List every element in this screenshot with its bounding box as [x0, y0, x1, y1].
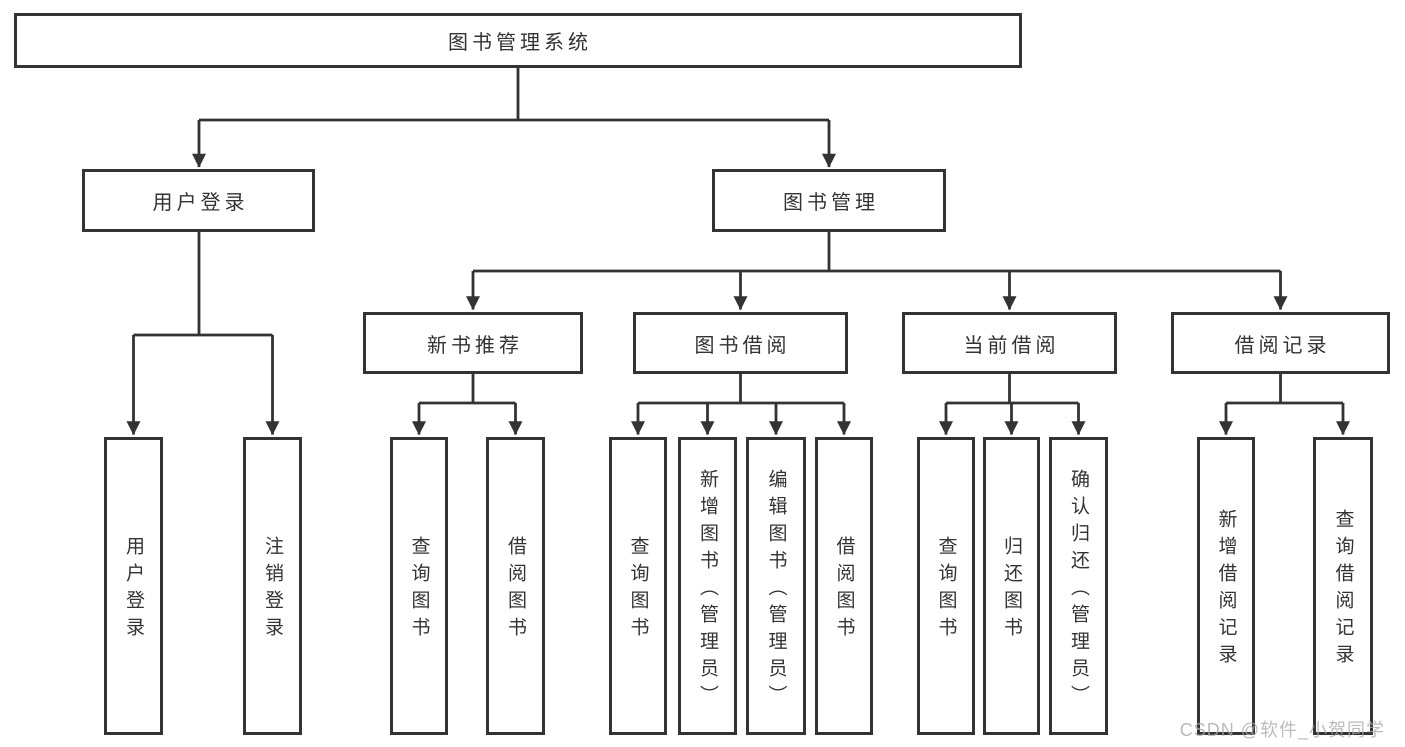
node-new-book-recommend: 新书推荐 — [363, 312, 583, 374]
leaf-query-books-current: 查询图书 — [917, 437, 975, 735]
leaf-confirm-return-admin-label: 确认归还（管理员） — [1068, 468, 1089, 712]
leaf-logout-label: 注销登录 — [262, 536, 283, 644]
leaf-borrow-books: 借阅图书 — [815, 437, 873, 735]
node-root-label: 图书管理系统 — [448, 32, 592, 54]
connector-book-management-stem — [473, 232, 1281, 273]
leaf-query-books-current-label: 查询图书 — [935, 536, 957, 644]
leaf-query-books-recommend: 查询图书 — [390, 437, 448, 735]
leaf-borrow-books-recommend: 借阅图书 — [486, 437, 545, 735]
connector-new-book-stem — [419, 374, 516, 405]
node-borrow-records-label: 借阅记录 — [1234, 334, 1331, 357]
csdn-watermark: CSDN @软件_小贺同学 — [1179, 720, 1385, 740]
leaf-return-books: 归还图书 — [983, 437, 1040, 735]
leaf-query-borrow-record: 查询借阅记录 — [1313, 437, 1373, 735]
leaf-add-borrow-record: 新增借阅记录 — [1197, 437, 1255, 735]
connector-user-login-stem — [133, 232, 273, 337]
leaf-query-borrow-record-label: 查询借阅记录 — [1332, 509, 1354, 671]
leaf-add-borrow-record-label: 新增借阅记录 — [1215, 509, 1237, 671]
leaf-user-login: 用户登录 — [104, 437, 163, 735]
leaf-add-books-admin-label: 新增图书（管理员） — [697, 468, 718, 712]
leaf-add-books-admin: 新增图书（管理员） — [678, 437, 737, 735]
leaf-query-books-recommend-label: 查询图书 — [408, 536, 430, 644]
node-book-management: 图书管理 — [712, 169, 946, 232]
node-borrow-records: 借阅记录 — [1171, 312, 1390, 374]
node-root: 图书管理系统 — [14, 13, 1022, 68]
node-new-book-recommend-label: 新书推荐 — [427, 334, 523, 357]
node-book-borrow: 图书借阅 — [633, 312, 848, 374]
node-user-login: 用户登录 — [82, 169, 315, 232]
leaf-return-books-label: 归还图书 — [1001, 536, 1022, 644]
node-current-borrow: 当前借阅 — [902, 312, 1117, 374]
leaf-logout: 注销登录 — [243, 437, 302, 735]
connector-book-borrow-stem — [638, 374, 844, 405]
leaf-user-login-label: 用户登录 — [123, 536, 144, 644]
node-current-borrow-label: 当前借阅 — [963, 334, 1060, 357]
connector-borrow-records-stem — [1226, 374, 1343, 405]
leaf-borrow-books-recommend-label: 借阅图书 — [505, 536, 526, 644]
node-book-borrow-label: 图书借阅 — [694, 334, 791, 357]
leaf-query-books-borrow: 查询图书 — [609, 437, 667, 735]
leaf-borrow-books-label: 借阅图书 — [833, 536, 855, 644]
leaf-edit-books-admin: 编辑图书（管理员） — [746, 437, 806, 735]
connector-root-stem — [199, 68, 829, 122]
leaf-confirm-return-admin: 确认归还（管理员） — [1049, 437, 1108, 735]
node-user-login-label: 用户登录 — [152, 192, 249, 214]
leaf-query-books-borrow-label: 查询图书 — [627, 536, 649, 644]
connector-current-borrow-stem — [946, 374, 1079, 405]
leaf-edit-books-admin-label: 编辑图书（管理员） — [765, 468, 787, 712]
node-book-management-label: 图书管理 — [783, 192, 879, 214]
